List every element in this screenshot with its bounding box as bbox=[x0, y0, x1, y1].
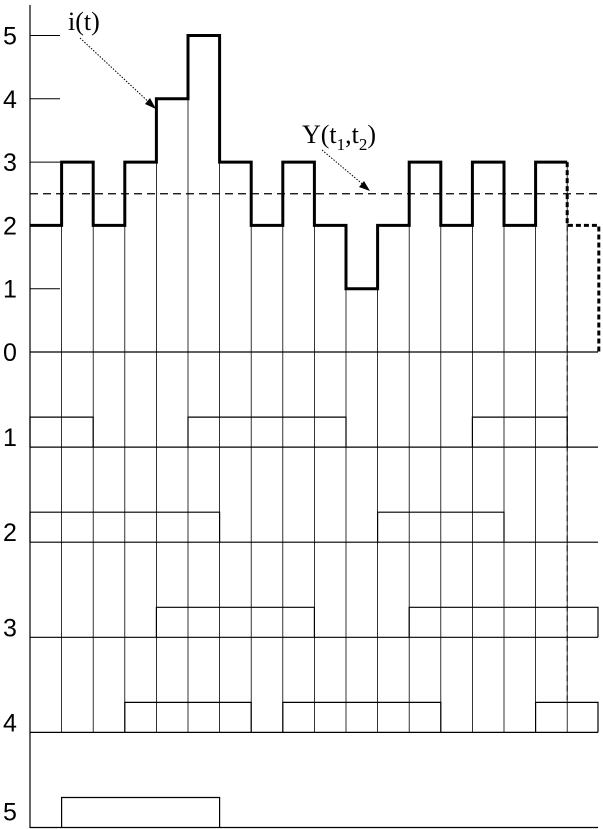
channel-pulse bbox=[377, 511, 505, 543]
channel-pulse bbox=[187, 416, 347, 448]
y-tick-label: 1 bbox=[3, 276, 17, 304]
annotations: i(t) Y(t1,t2) bbox=[68, 7, 376, 191]
channel-pulse bbox=[408, 606, 599, 638]
channel-pulse bbox=[535, 701, 599, 733]
channel-label: 2 bbox=[3, 519, 17, 547]
channel-label: 4 bbox=[3, 709, 17, 737]
channel-pulse bbox=[155, 606, 315, 638]
mean-label: Y(t1,t2) bbox=[302, 120, 376, 154]
channel-rows: 1 2 3 4 5 bbox=[3, 416, 599, 829]
channel-label: 1 bbox=[3, 424, 17, 452]
channel-pulse bbox=[471, 416, 568, 448]
current-label-pointer bbox=[79, 37, 154, 107]
mean-label-main: Y(t bbox=[302, 120, 337, 149]
mean-label-comma: ,t bbox=[345, 120, 360, 149]
mean-label-sub1: 1 bbox=[337, 135, 346, 154]
mean-label-arrowhead bbox=[359, 181, 370, 191]
mean-label-pointer bbox=[321, 149, 367, 188]
current-label-arrowhead bbox=[145, 98, 156, 109]
current-waveform bbox=[30, 34, 601, 700]
y-tick-label: 4 bbox=[3, 86, 17, 114]
y-tick-label: 2 bbox=[3, 212, 17, 240]
y-tick-label: 3 bbox=[3, 149, 17, 177]
channel-label: 3 bbox=[3, 614, 17, 642]
current-label: i(t) bbox=[68, 7, 100, 36]
channel-pulse bbox=[282, 701, 442, 733]
y-tick-label: 5 bbox=[3, 23, 17, 51]
mean-label-close: ) bbox=[367, 120, 376, 149]
current-step-line bbox=[30, 34, 568, 291]
mean-label-sub2: 2 bbox=[359, 135, 368, 154]
channel-pulse bbox=[124, 701, 252, 733]
channel-label: 5 bbox=[3, 799, 17, 827]
channel-pulse bbox=[61, 796, 221, 828]
current-extrapolated-line bbox=[565, 162, 601, 352]
y-tick-label: 0 bbox=[3, 339, 17, 367]
